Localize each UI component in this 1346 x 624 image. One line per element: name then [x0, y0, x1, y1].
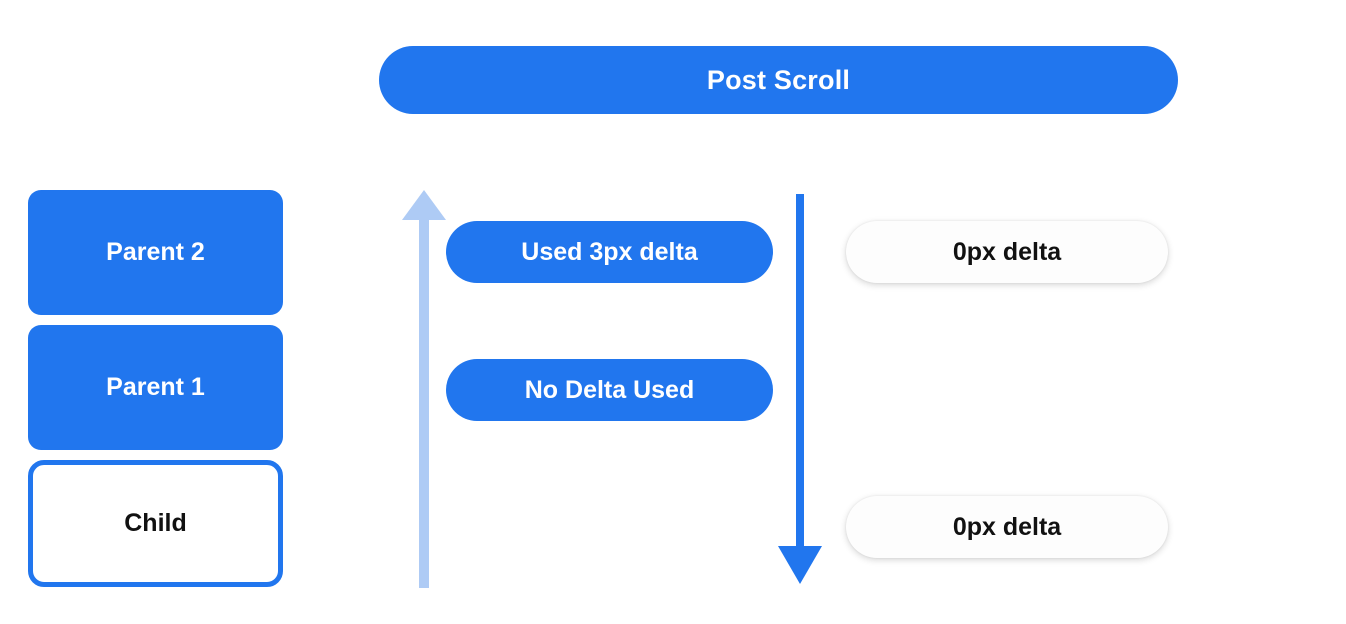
- stack-box-parent-2-label: Parent 2: [106, 238, 205, 266]
- post-scroll-header-label: Post Scroll: [706, 64, 851, 95]
- middle-pill-used-3px-delta: Used 3px delta: [446, 221, 773, 283]
- middle-pill-no-delta-used: No Delta Used: [446, 359, 773, 421]
- right-pill-0px-delta-top: 0px delta: [846, 221, 1168, 283]
- stack-box-child-label: Child: [124, 509, 187, 537]
- middle-pill-used-3px-delta-label: Used 3px delta: [521, 237, 698, 266]
- right-pill-0px-delta-bottom-label: 0px delta: [952, 512, 1062, 541]
- stack-box-parent-1: Parent 1: [28, 325, 283, 450]
- stack-box-parent-2: Parent 2: [28, 190, 283, 315]
- scroll-down-arrow: [778, 194, 822, 584]
- stack-box-child: Child: [28, 460, 283, 587]
- post-scroll-header: Post Scroll: [379, 46, 1178, 114]
- middle-pill-no-delta-used-label: No Delta Used: [524, 375, 695, 404]
- right-pill-0px-delta-bottom: 0px delta: [846, 496, 1168, 558]
- right-pill-0px-delta-top-label: 0px delta: [952, 237, 1062, 266]
- node-stack: Parent 2 Parent 1 Child: [28, 190, 283, 587]
- stack-box-parent-1-label: Parent 1: [106, 373, 205, 401]
- scroll-up-arrow: [402, 190, 446, 588]
